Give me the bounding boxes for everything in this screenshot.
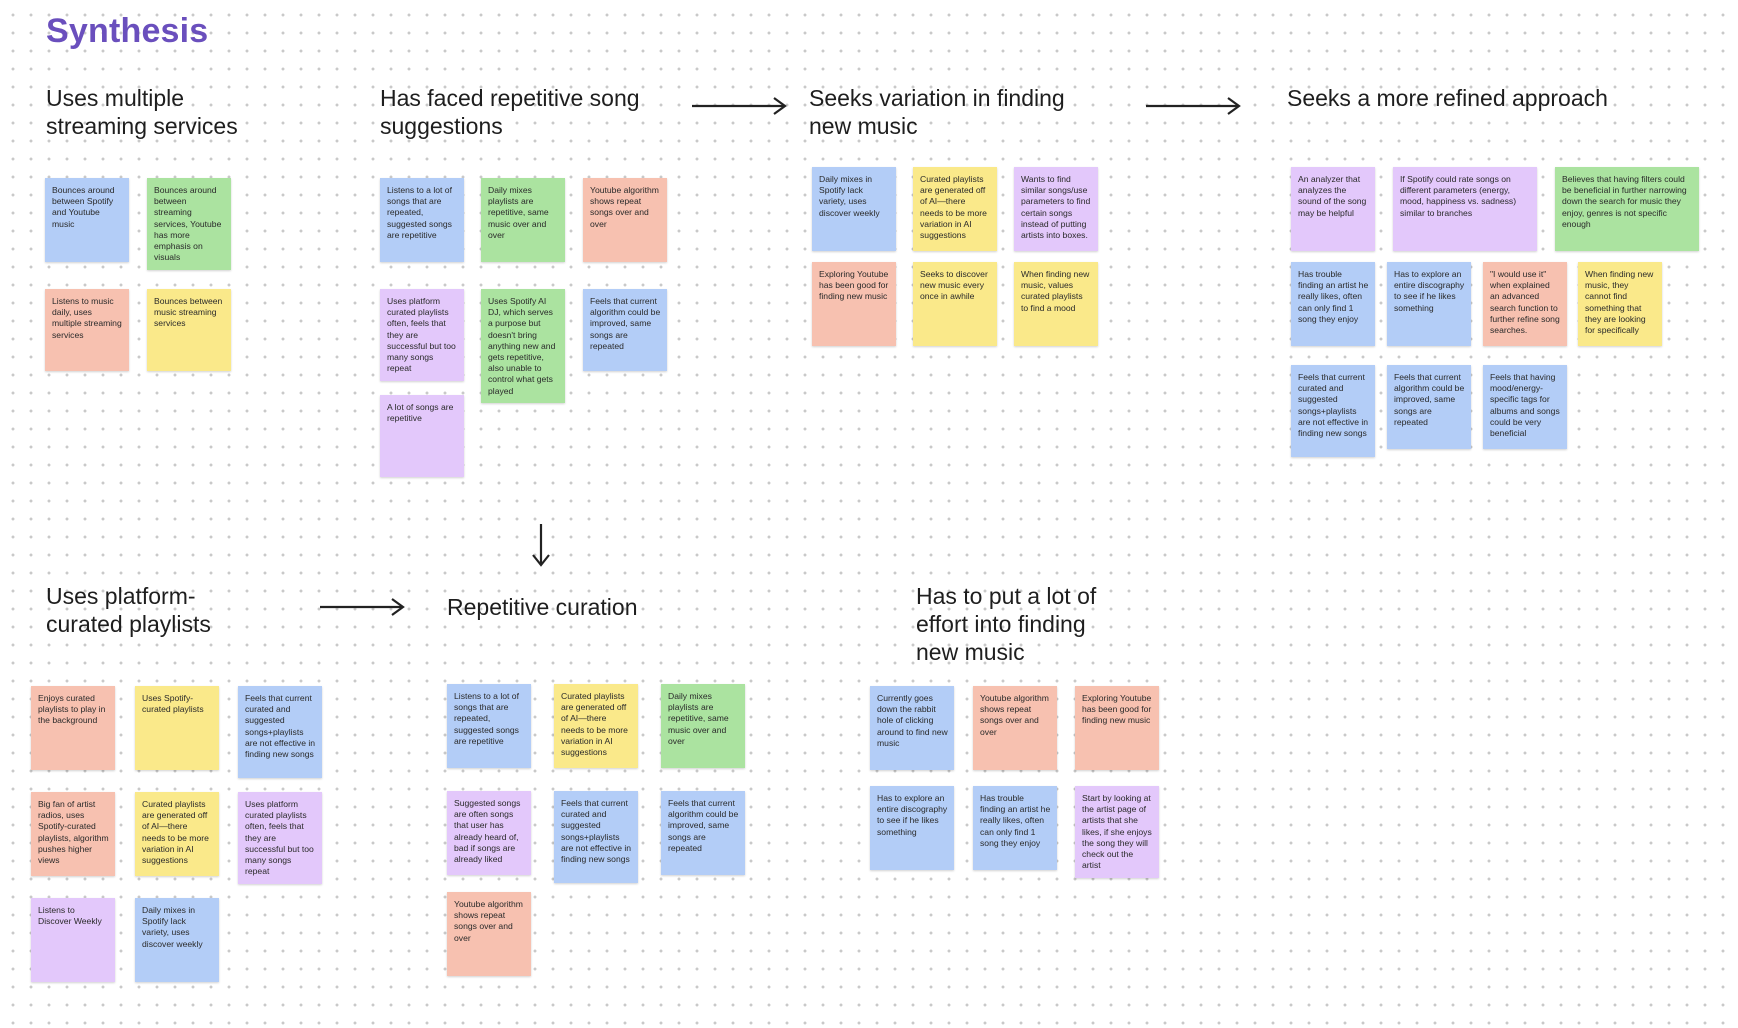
- sticky-note[interactable]: If Spotify could rate songs on different…: [1393, 167, 1537, 251]
- sticky-note[interactable]: When finding new music, values curated p…: [1014, 262, 1098, 346]
- sticky-note[interactable]: Has trouble finding an artist he really …: [1291, 262, 1375, 346]
- cluster-title-repetitive-curation: Repetitive curation: [447, 594, 638, 620]
- sticky-note[interactable]: Feels that current curated and suggested…: [554, 791, 638, 883]
- sticky-note[interactable]: Has to explore an entire discography to …: [870, 786, 954, 870]
- sticky-note[interactable]: Listens to a lot of songs that are repea…: [380, 178, 464, 262]
- arrow-right-icon: [318, 597, 408, 617]
- sticky-note[interactable]: Seeks to discover new music every once i…: [913, 262, 997, 346]
- arrow-right-icon: [1144, 96, 1244, 116]
- sticky-note[interactable]: Youtube algorithm shows repeat songs ove…: [973, 686, 1057, 770]
- sticky-note[interactable]: Listens to music daily, uses multiple st…: [45, 289, 129, 371]
- sticky-note[interactable]: Curated playlists are generated off of A…: [135, 792, 219, 876]
- sticky-note[interactable]: Believes that having filters could be be…: [1555, 167, 1699, 251]
- sticky-note[interactable]: Youtube algorithm shows repeat songs ove…: [447, 892, 531, 976]
- sticky-note[interactable]: Feels that current algorithm could be im…: [1387, 365, 1471, 449]
- sticky-note[interactable]: Has trouble finding an artist he really …: [973, 786, 1057, 870]
- cluster-title-multiple-services: Uses multiple streaming services: [46, 85, 238, 139]
- sticky-note[interactable]: Feels that current curated and suggested…: [1291, 365, 1375, 457]
- sticky-note[interactable]: Daily mixes playlists are repetitive, sa…: [481, 178, 565, 262]
- sticky-note[interactable]: Curated playlists are generated off of A…: [554, 684, 638, 768]
- sticky-note[interactable]: Feels that having mood/energy-specific t…: [1483, 365, 1567, 449]
- sticky-note[interactable]: Uses Spotify-curated playlists: [135, 686, 219, 770]
- arrow-down-icon: [531, 522, 551, 568]
- cluster-title-seeks-variation: Seeks variation in finding new music: [809, 85, 1065, 139]
- sticky-note[interactable]: Uses platform curated playlists often, f…: [238, 792, 322, 884]
- cluster-title-refined-approach: Seeks a more refined approach: [1287, 85, 1608, 111]
- sticky-note[interactable]: Suggested songs are often songs that use…: [447, 791, 531, 875]
- sticky-note[interactable]: Bounces between music streaming services: [147, 289, 231, 371]
- sticky-note[interactable]: Feels that current curated and suggested…: [238, 686, 322, 778]
- sticky-note[interactable]: Uses platform curated playlists often, f…: [380, 289, 464, 381]
- sticky-note[interactable]: Big fan of artist radios, uses Spotify-c…: [31, 792, 115, 876]
- cluster-title-repetitive-suggestions: Has faced repetitive song suggestions: [380, 85, 640, 139]
- sticky-note[interactable]: Wants to find similar songs/use paramete…: [1014, 167, 1098, 251]
- sticky-note[interactable]: Listens to Discover Weekly: [31, 898, 115, 982]
- sticky-note[interactable]: Exploring Youtube has been good for find…: [812, 262, 896, 346]
- sticky-note[interactable]: Currently goes down the rabbit hole of c…: [870, 686, 954, 770]
- sticky-note[interactable]: Youtube algorithm shows repeat songs ove…: [583, 178, 667, 262]
- sticky-note[interactable]: Has to explore an entire discography to …: [1387, 262, 1471, 346]
- arrow-right-icon: [690, 96, 790, 116]
- sticky-note[interactable]: Curated playlists are generated off of A…: [913, 167, 997, 251]
- sticky-note[interactable]: Exploring Youtube has been good for find…: [1075, 686, 1159, 770]
- sticky-note[interactable]: Listens to a lot of songs that are repea…: [447, 684, 531, 768]
- sticky-note[interactable]: Feels that current algorithm could be im…: [661, 791, 745, 875]
- cluster-title-effort: Has to put a lot of effort into finding …: [916, 583, 1097, 665]
- sticky-note[interactable]: Daily mixes in Spotify lack variety, use…: [135, 898, 219, 982]
- sticky-note[interactable]: Uses Spotify AI DJ, which serves a purpo…: [481, 289, 565, 403]
- cluster-title-platform-curated: Uses platform-curated playlists: [46, 583, 211, 637]
- sticky-note[interactable]: Enjoys curated playlists to play in the …: [31, 686, 115, 770]
- sticky-note[interactable]: A lot of songs are repetitive: [380, 395, 464, 477]
- sticky-note[interactable]: "I would use it" when explained an advan…: [1483, 262, 1567, 346]
- sticky-note[interactable]: Start by looking at the artist page of a…: [1075, 786, 1159, 878]
- sticky-note[interactable]: Daily mixes in Spotify lack variety, use…: [812, 167, 896, 251]
- page-title: Synthesis: [46, 12, 209, 50]
- sticky-note[interactable]: When finding new music, they cannot find…: [1578, 262, 1662, 346]
- sticky-note[interactable]: Bounces around between streaming service…: [147, 178, 231, 270]
- sticky-note[interactable]: Bounces around between Spotify and Youtu…: [45, 178, 129, 262]
- sticky-note[interactable]: Daily mixes playlists are repetitive, sa…: [661, 684, 745, 768]
- sticky-note[interactable]: Feels that current algorithm could be im…: [583, 289, 667, 371]
- sticky-note[interactable]: An analyzer that analyzes the sound of t…: [1291, 167, 1375, 251]
